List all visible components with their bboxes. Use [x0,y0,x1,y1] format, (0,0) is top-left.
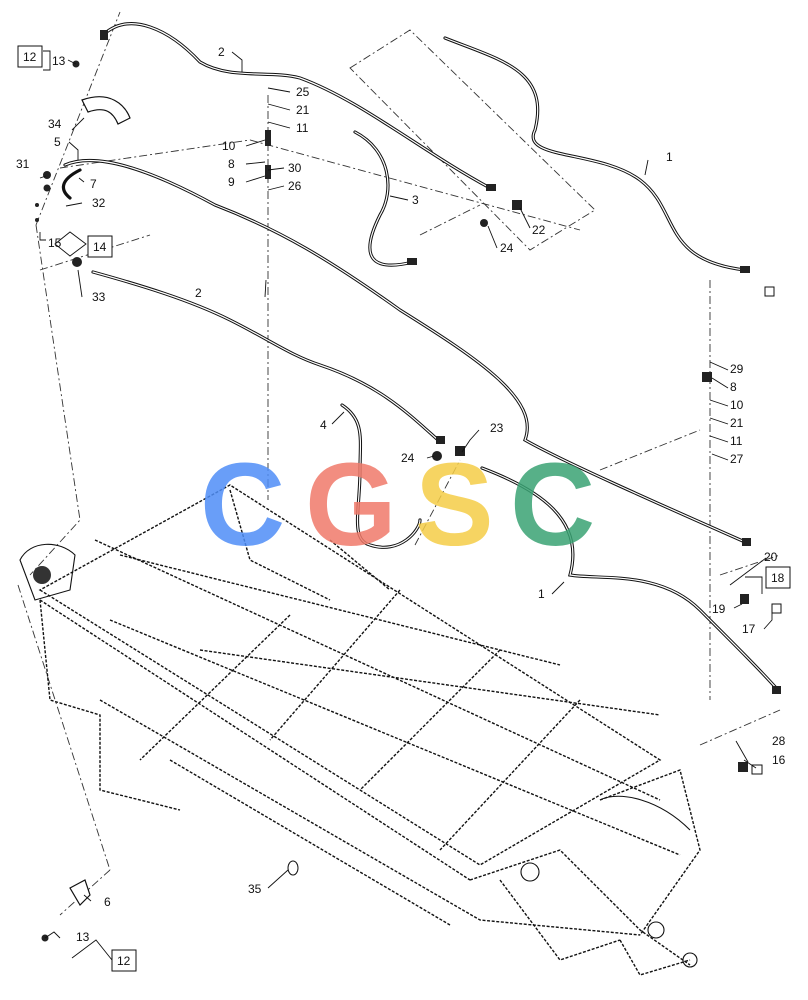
callout-26: 26 [288,179,302,193]
callout-16: 16 [772,753,786,767]
callout-9: 9 [228,175,235,189]
watermark: C G S C [200,439,595,571]
callout-33: 33 [92,290,106,304]
implement-frame [19,484,701,976]
callout-23: 23 [490,421,504,435]
callout-5: 5 [54,135,61,149]
ref-18: 18 [771,571,785,585]
callout-10-lower: 10 [730,398,744,412]
callout-8-lower: 8 [730,380,737,394]
callout-21-upper: 21 [296,103,310,117]
ref-box-18 [765,566,791,589]
ref-12-bottom: 12 [117,954,131,968]
watermark-letter-4: C [510,439,595,571]
callout-labels: 13 2 1 34 5 25 21 11 10 8 9 30 26 31 7 3… [16,45,786,944]
ref-12-top: 12 [23,50,37,64]
callout-19: 19 [712,602,726,616]
callout-34: 34 [48,117,62,131]
callout-21-lower: 21 [730,416,744,430]
fittings [35,30,782,942]
callout-30: 30 [288,161,302,175]
ref-box-12-bottom [111,949,137,972]
ref-box-12-top [17,45,43,68]
watermark-letter-1: C [200,439,285,571]
leader-lines [39,50,773,961]
callout-4: 4 [320,418,327,432]
ref-box-14 [87,235,113,258]
callout-8-upper: 8 [228,157,235,171]
callout-28: 28 [772,734,786,748]
callout-24-upper: 24 [500,241,514,255]
callout-17: 17 [742,622,756,636]
watermark-letter-2: G [305,439,397,571]
callout-7: 7 [90,177,97,191]
hoses [61,22,780,692]
callout-11-lower: 11 [730,434,743,448]
callout-2-lower: 2 [195,286,202,300]
ref-14: 14 [93,240,107,254]
callout-3: 3 [412,193,419,207]
callout-6: 6 [104,895,111,909]
callout-11-upper: 11 [296,121,309,135]
callout-10-upper: 10 [222,139,236,153]
callout-27: 27 [730,452,744,466]
callout-13-top: 13 [52,54,66,68]
callout-31: 31 [16,157,30,171]
callout-20: 20 [764,550,778,564]
watermark-letter-3: S [415,439,494,571]
callout-25: 25 [296,85,310,99]
callout-24-lower: 24 [401,451,415,465]
callout-22: 22 [532,223,546,237]
callout-35: 35 [248,882,262,896]
callout-29: 29 [730,362,744,376]
callout-15: 15 [48,236,62,250]
callout-32: 32 [92,196,106,210]
callout-1-lower: 1 [538,587,545,601]
boxed-references: 12 12 14 18 [17,45,791,972]
phantom-lines [17,11,781,916]
callout-2-upper: 2 [218,45,225,59]
callout-13-bottom: 13 [76,930,90,944]
callout-1-upper: 1 [666,150,673,164]
